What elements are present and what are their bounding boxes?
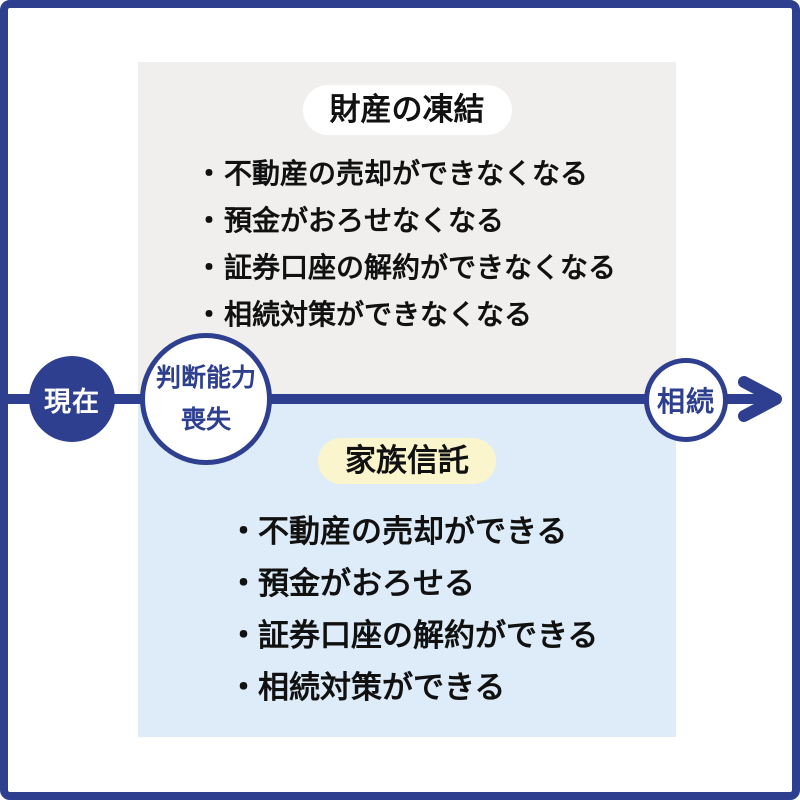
list-item-text: 相続対策ができる bbox=[258, 669, 506, 705]
frozen-assets-title-row: 財産の凍結 bbox=[138, 85, 676, 135]
timeline-line bbox=[8, 394, 770, 404]
list-item: ・ 不動産の売却ができる bbox=[228, 502, 598, 554]
list-item: ・ 証券口座の解約ができる bbox=[228, 606, 598, 658]
bullet-dot: ・ bbox=[194, 157, 223, 189]
timeline-node-present: 現在 bbox=[29, 356, 115, 442]
present-label: 現在 bbox=[44, 386, 100, 417]
capacity-loss-label-line1: 判断能力 bbox=[155, 364, 256, 392]
family-trust-title-row: 家族信託 bbox=[138, 438, 676, 484]
list-item-text: 不動産の売却ができなくなる bbox=[224, 157, 589, 189]
list-item-text: 預金がおろせる bbox=[258, 565, 475, 601]
list-item: ・ 預金がおろせる bbox=[228, 554, 598, 606]
list-item: ・ 相続対策ができる bbox=[228, 658, 598, 710]
bullet-dot: ・ bbox=[194, 251, 223, 283]
bullet-dot: ・ bbox=[228, 669, 259, 705]
bullet-dot: ・ bbox=[228, 617, 259, 653]
family-trust-title-pill: 家族信託 bbox=[318, 438, 496, 484]
family-trust-title: 家族信託 bbox=[345, 443, 469, 478]
bullet-dot: ・ bbox=[228, 565, 259, 601]
list-item-text: 証券口座の解約ができる bbox=[258, 617, 599, 653]
list-item-text: 預金がおろせなくなる bbox=[224, 204, 505, 236]
frozen-assets-title-pill: 財産の凍結 bbox=[302, 85, 512, 135]
list-item-text: 証券口座の解約ができなくなる bbox=[224, 251, 617, 283]
list-item: ・ 預金がおろせなくなる bbox=[194, 195, 616, 242]
list-item: ・ 証券口座の解約ができなくなる bbox=[194, 242, 616, 289]
timeline-node-inheritance: 相続 bbox=[644, 358, 728, 442]
bullet-dot: ・ bbox=[194, 204, 223, 236]
arrow-right-icon bbox=[738, 376, 782, 422]
bullet-dot: ・ bbox=[194, 298, 223, 330]
list-item: ・ 不動産の売却ができなくなる bbox=[194, 148, 616, 195]
list-item-text: 相続対策ができなくなる bbox=[224, 298, 533, 330]
frozen-assets-list: ・ 不動産の売却ができなくなる ・ 預金がおろせなくなる ・ 証券口座の解約がで… bbox=[194, 148, 616, 336]
inheritance-label: 相続 bbox=[656, 386, 715, 417]
list-item: ・ 相続対策ができなくなる bbox=[194, 289, 616, 336]
frozen-assets-title: 財産の凍結 bbox=[329, 92, 485, 127]
timeline-node-capacity-loss: 判断能力 喪失 bbox=[140, 333, 272, 465]
capacity-loss-label-line2: 喪失 bbox=[180, 406, 231, 434]
family-trust-list: ・ 不動産の売却ができる ・ 預金がおろせる ・ 証券口座の解約ができる ・ 相… bbox=[228, 502, 598, 710]
list-item-text: 不動産の売却ができる bbox=[258, 513, 568, 549]
bullet-dot: ・ bbox=[228, 513, 259, 549]
